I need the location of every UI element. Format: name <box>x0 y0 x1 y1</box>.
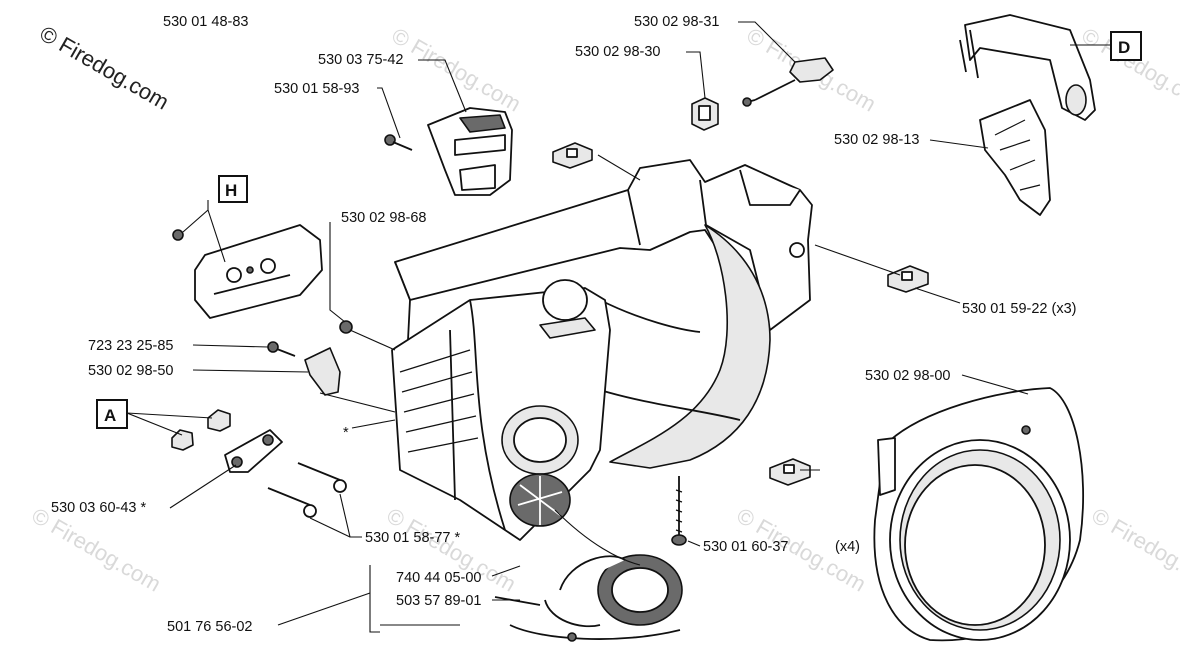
label-530029813: 530 02 98-13 <box>834 132 919 148</box>
part-labels: 530 01 48-83 530 02 98-31 530 02 98-30 5… <box>51 14 1076 635</box>
box-letter-d: D <box>1118 38 1130 57</box>
lever-part <box>742 57 834 107</box>
bolt-bracket-part <box>267 341 341 396</box>
rubber-part <box>691 97 719 131</box>
section-box-d: D <box>1110 31 1142 61</box>
housing-part <box>391 159 813 541</box>
spring-assembly-part <box>494 554 683 642</box>
long-screw-part <box>671 476 687 546</box>
plate-h-part <box>172 224 323 319</box>
label-530029868: 530 02 98-68 <box>341 210 426 226</box>
label-503578901: 503 57 89-01 <box>396 593 481 609</box>
label-723232585: 723 23 25-85 <box>88 338 173 354</box>
watermark: © Firedog.com <box>36 21 174 115</box>
bracket-d-part <box>959 14 1096 121</box>
starter-cover-part <box>873 387 1085 642</box>
deflector-part <box>979 99 1051 216</box>
watermark-faint: © Firedog.com <box>1088 503 1180 597</box>
label-530015893: 530 01 58-93 <box>274 81 359 97</box>
watermark-faint: © Firedog.com <box>388 23 526 117</box>
box-letter-h: H <box>225 181 237 200</box>
box-letter-a: A <box>104 406 116 425</box>
watermark-faint: © Firedog.com <box>28 503 166 597</box>
label-530029830: 530 02 98-30 <box>575 44 660 60</box>
section-box-h: H <box>218 175 248 203</box>
nut-part <box>339 320 353 334</box>
screw-part <box>384 134 413 151</box>
label-asterisk: * <box>343 425 349 441</box>
section-box-a: A <box>96 399 128 429</box>
clip-parts <box>552 142 929 486</box>
label-740440500: 740 44 05-00 <box>396 570 481 586</box>
label-501765602: 501 76 56-02 <box>167 619 252 635</box>
label-530014883: 530 01 48-83 <box>163 14 248 30</box>
leader-lines <box>126 21 1110 633</box>
label-530015922: 530 01 59-22 (x3) <box>962 301 1076 317</box>
group-a-parts <box>171 409 347 518</box>
label-530016037: 530 01 60-37 <box>703 539 788 555</box>
label-x4: (x4) <box>835 539 860 555</box>
label-530029850: 530 02 98-50 <box>88 363 173 379</box>
label-530029831: 530 02 98-31 <box>634 14 719 30</box>
label-530037542: 530 03 75-42 <box>318 52 403 68</box>
label-530029800: 530 02 98-00 <box>865 368 950 384</box>
block-part <box>427 107 513 196</box>
label-530036043: 530 03 60-43 * <box>51 500 146 516</box>
label-530015877: 530 01 58-77 * <box>365 530 460 546</box>
